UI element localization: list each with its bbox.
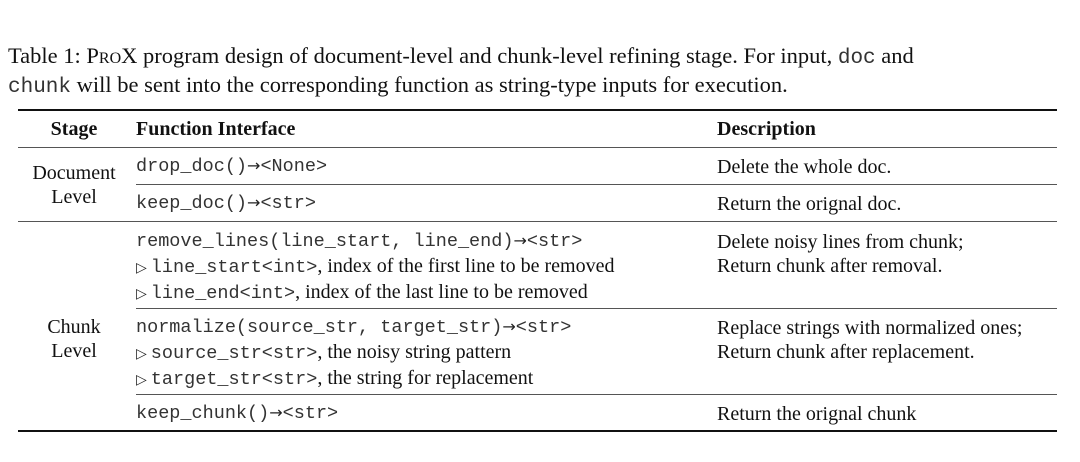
desc-keep-chunk: Return the orignal chunk [717,402,916,426]
stage-chunk-line1: Chunk [47,316,101,338]
triangle-bullet-icon: ▷ [136,260,147,276]
func-return-type: <None> [260,156,328,177]
stage-document-line1: Document [32,162,116,184]
header-stage: Stage [50,118,98,140]
header-row: Stage Function Interface Description [18,111,1057,147]
top-rule [18,109,1057,111]
table-caption: Table 1: ProX program design of document… [8,42,1076,100]
caption-lead: Table 1: [8,43,87,68]
caption-text-2: and [875,43,914,68]
caption-method-name: ProX [86,43,138,68]
param-name: line_start<int> [150,257,318,278]
func-signature: keep_chunk() [136,403,270,424]
func-signature: remove_lines(line_start, line_end) [136,231,514,252]
param-description: , the string for replacement [317,367,534,389]
triangle-bullet-icon: ▷ [136,286,147,302]
func-return-type: <str> [260,193,316,214]
stage-document-level: Document Level [18,161,130,209]
desc-normalize: Replace strings with normalized ones; Re… [717,316,1022,364]
chunk-level-group: Chunk Level remove_lines(line_start, lin… [18,222,1057,430]
caption-text-3: will be sent into the corresponding func… [71,72,788,97]
func-return-type: <str> [282,403,339,424]
func-keep-chunk: keep_chunk()→<str> [136,402,338,426]
func-signature: keep_doc() [136,193,248,214]
func-drop-doc: drop_doc()→<None> [136,155,327,179]
desc-line: Replace strings with normalized ones; [717,317,1023,339]
arrow-icon: → [269,403,283,422]
param-description: , index of the last line to be removed [295,281,588,303]
desc-keep-doc: Return the orignal doc. [717,193,902,215]
desc-drop-doc: Delete the whole doc. [717,156,892,178]
param-description: , the noisy string pattern [317,341,512,363]
group-rule [18,221,1057,222]
caption-code-doc: doc [837,47,876,70]
triangle-bullet-icon: ▷ [136,372,147,388]
stage-chunk-level: Chunk Level [18,315,130,363]
desc-text: Return the orignal [717,403,863,425]
func-normalize: normalize(source_str, target_str)→<str> … [136,316,571,392]
caption-code-chunk: chunk [8,76,72,99]
document-level-group: Document Level drop_doc()→<None> Delete … [18,148,1057,221]
row-separator [136,184,1057,185]
func-signature: drop_doc() [136,156,248,177]
row-separator [136,308,1057,309]
arrow-icon: → [247,156,261,175]
desc-line: Return chunk after removal. [717,255,943,277]
param-name: target_str<str> [150,369,318,390]
param-name: line_end<int> [150,283,296,304]
header-rule [18,147,1057,148]
desc-code: chunk [867,403,917,425]
arrow-icon: → [502,317,516,336]
triangle-bullet-icon: ▷ [136,346,147,362]
func-remove-lines: remove_lines(line_start, line_end)→<str>… [136,230,614,306]
func-keep-doc: keep_doc()→<str> [136,192,316,216]
param-name: source_str<str> [150,343,318,364]
arrow-icon: → [513,231,527,250]
stage-document-line2: Level [51,186,97,208]
row-separator [136,394,1057,395]
header-function-interface: Function Interface [136,118,296,140]
header-description: Description [717,118,816,140]
func-signature: normalize(source_str, target_str) [136,317,503,338]
program-design-table: Stage Function Interface Description Doc… [18,109,1057,432]
stage-chunk-line2: Level [51,340,97,362]
arrow-icon: → [247,193,261,212]
func-return-type: <str> [515,317,572,338]
func-return-type: <str> [526,231,583,252]
desc-remove-lines: Delete noisy lines from chunk; Return ch… [717,230,964,278]
desc-line: Delete noisy lines from chunk; [717,231,964,253]
bottom-rule [18,430,1057,432]
param-description: , index of the first line to be removed [317,255,615,277]
caption-text-1: program design of document-level and chu… [137,43,838,68]
desc-line: Return chunk after replacement. [717,341,975,363]
